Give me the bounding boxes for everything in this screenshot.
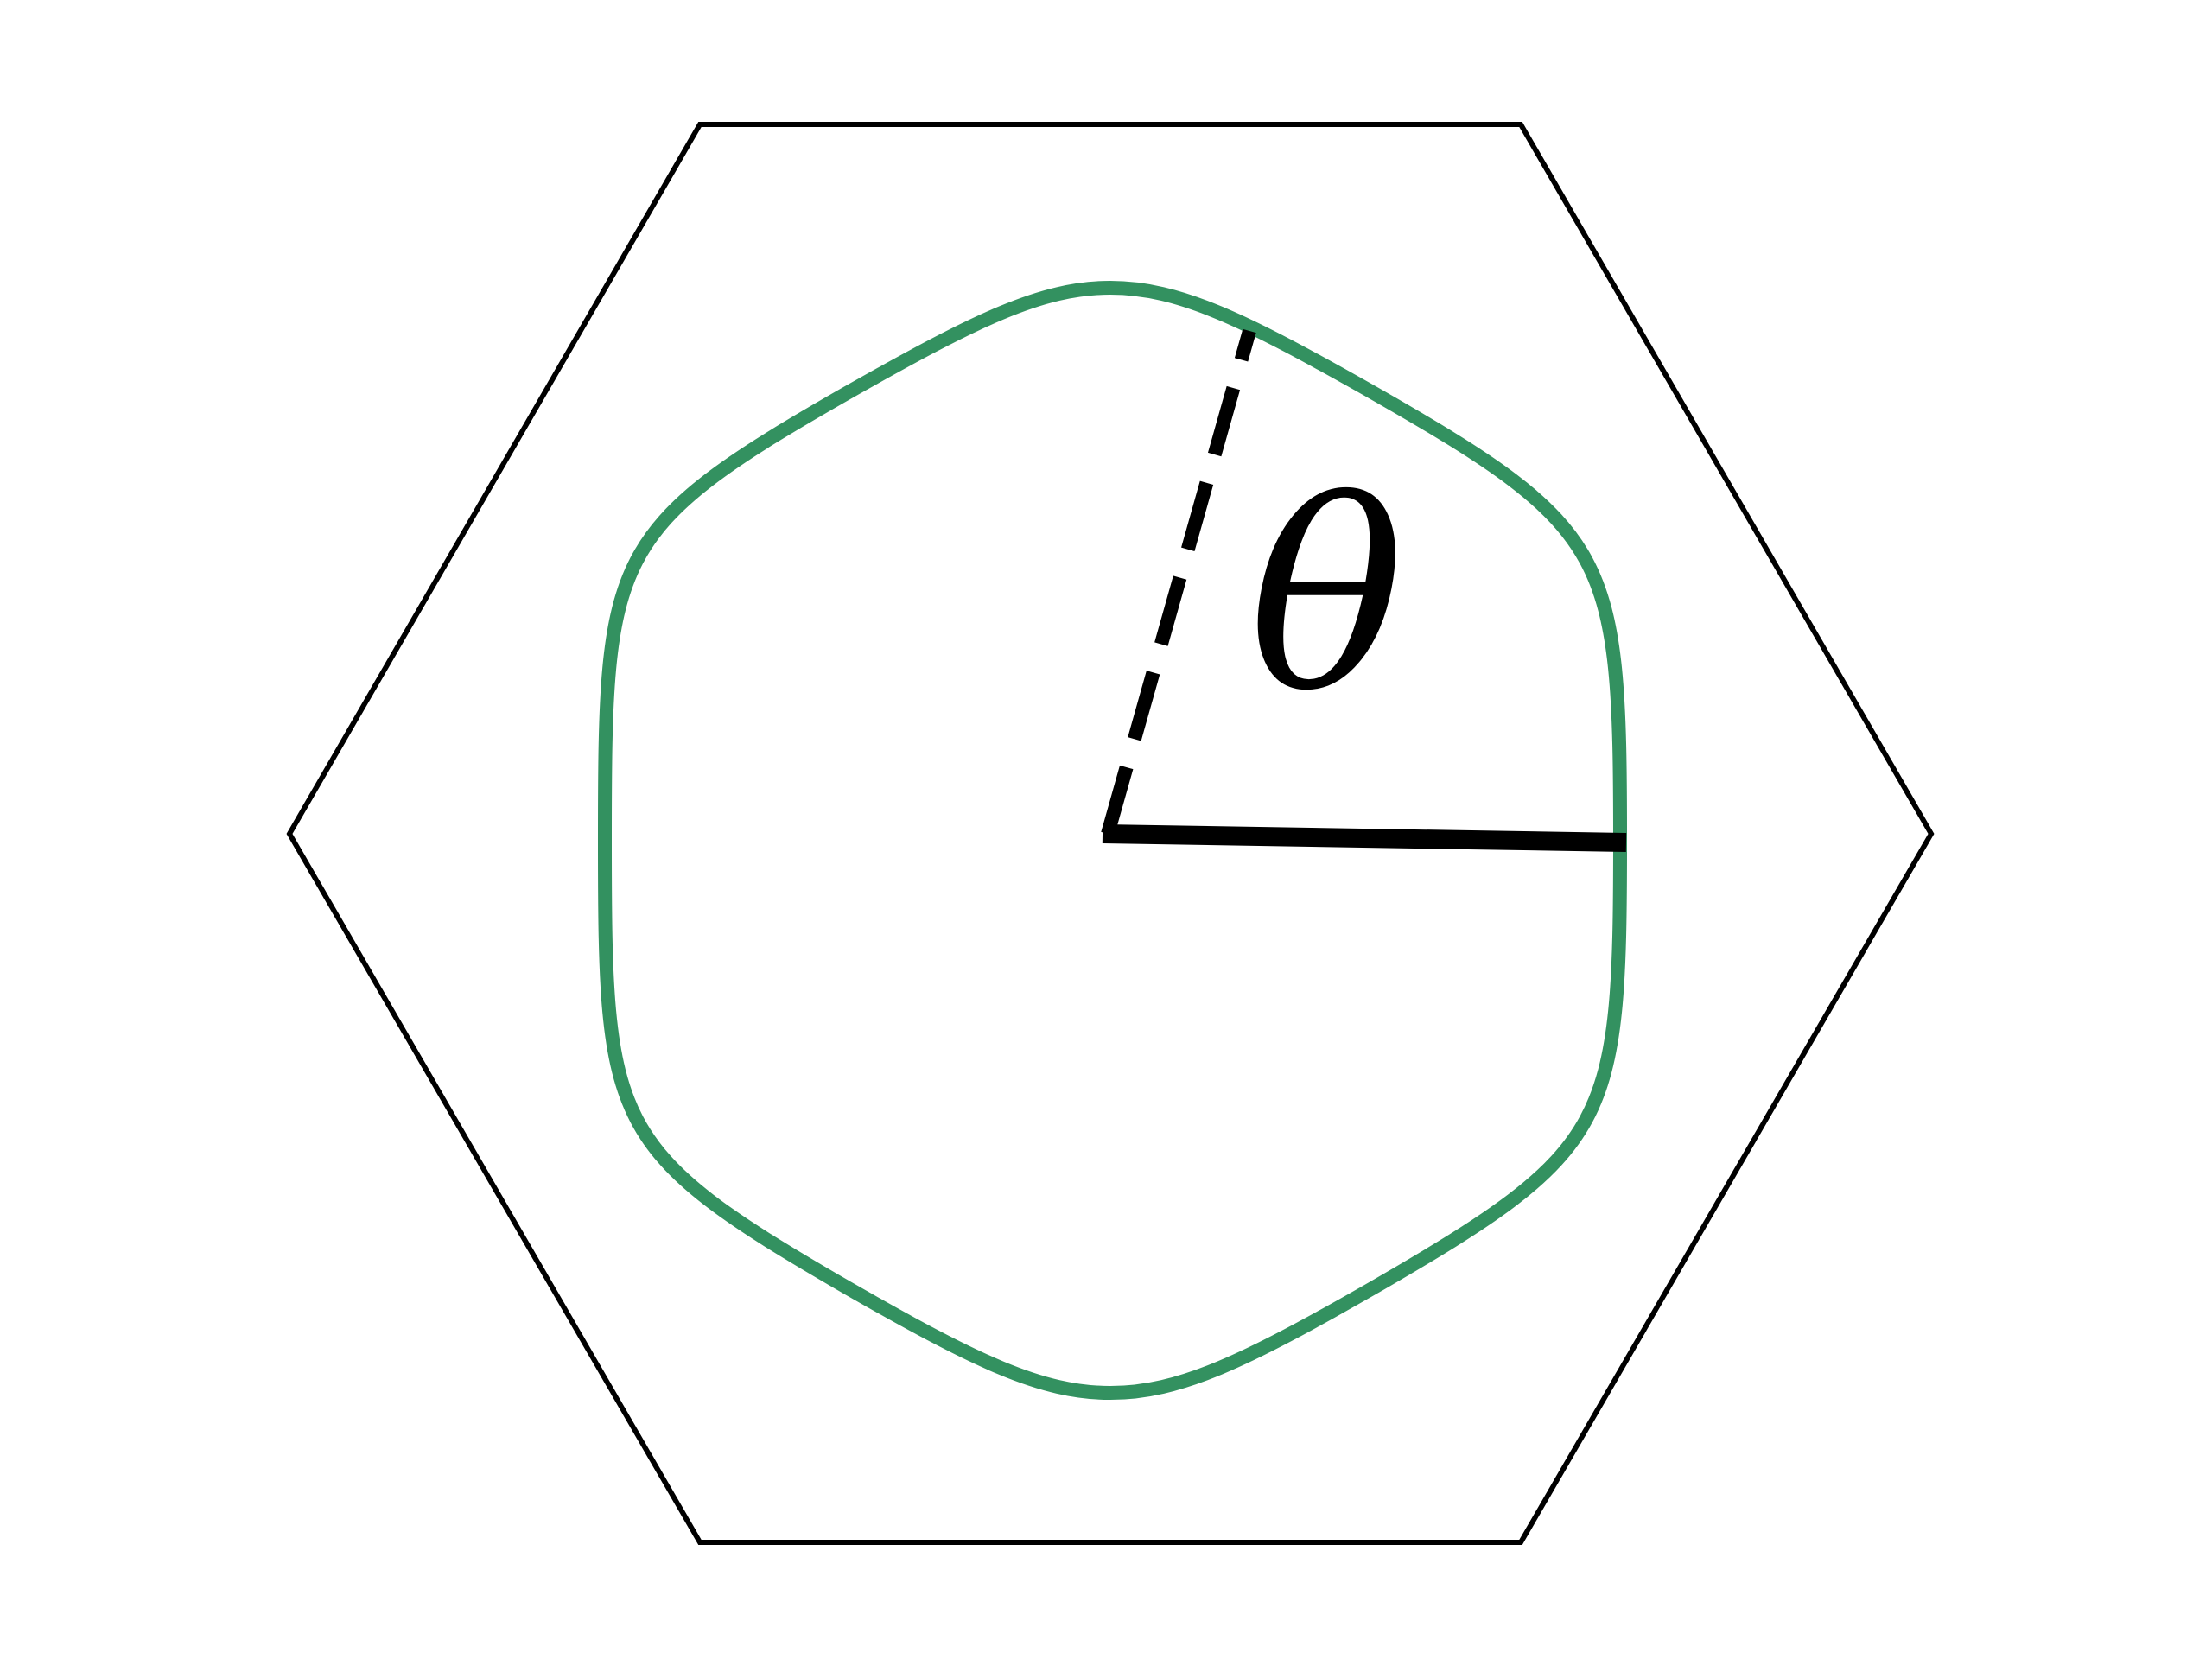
rounded-inner-curve (598, 281, 1627, 1400)
outer-hexagon (286, 122, 1935, 1545)
solid-radius-line (1102, 824, 1627, 852)
angle-theta-label: θ (1249, 447, 1405, 748)
dashed-radius-line (1101, 328, 1256, 836)
